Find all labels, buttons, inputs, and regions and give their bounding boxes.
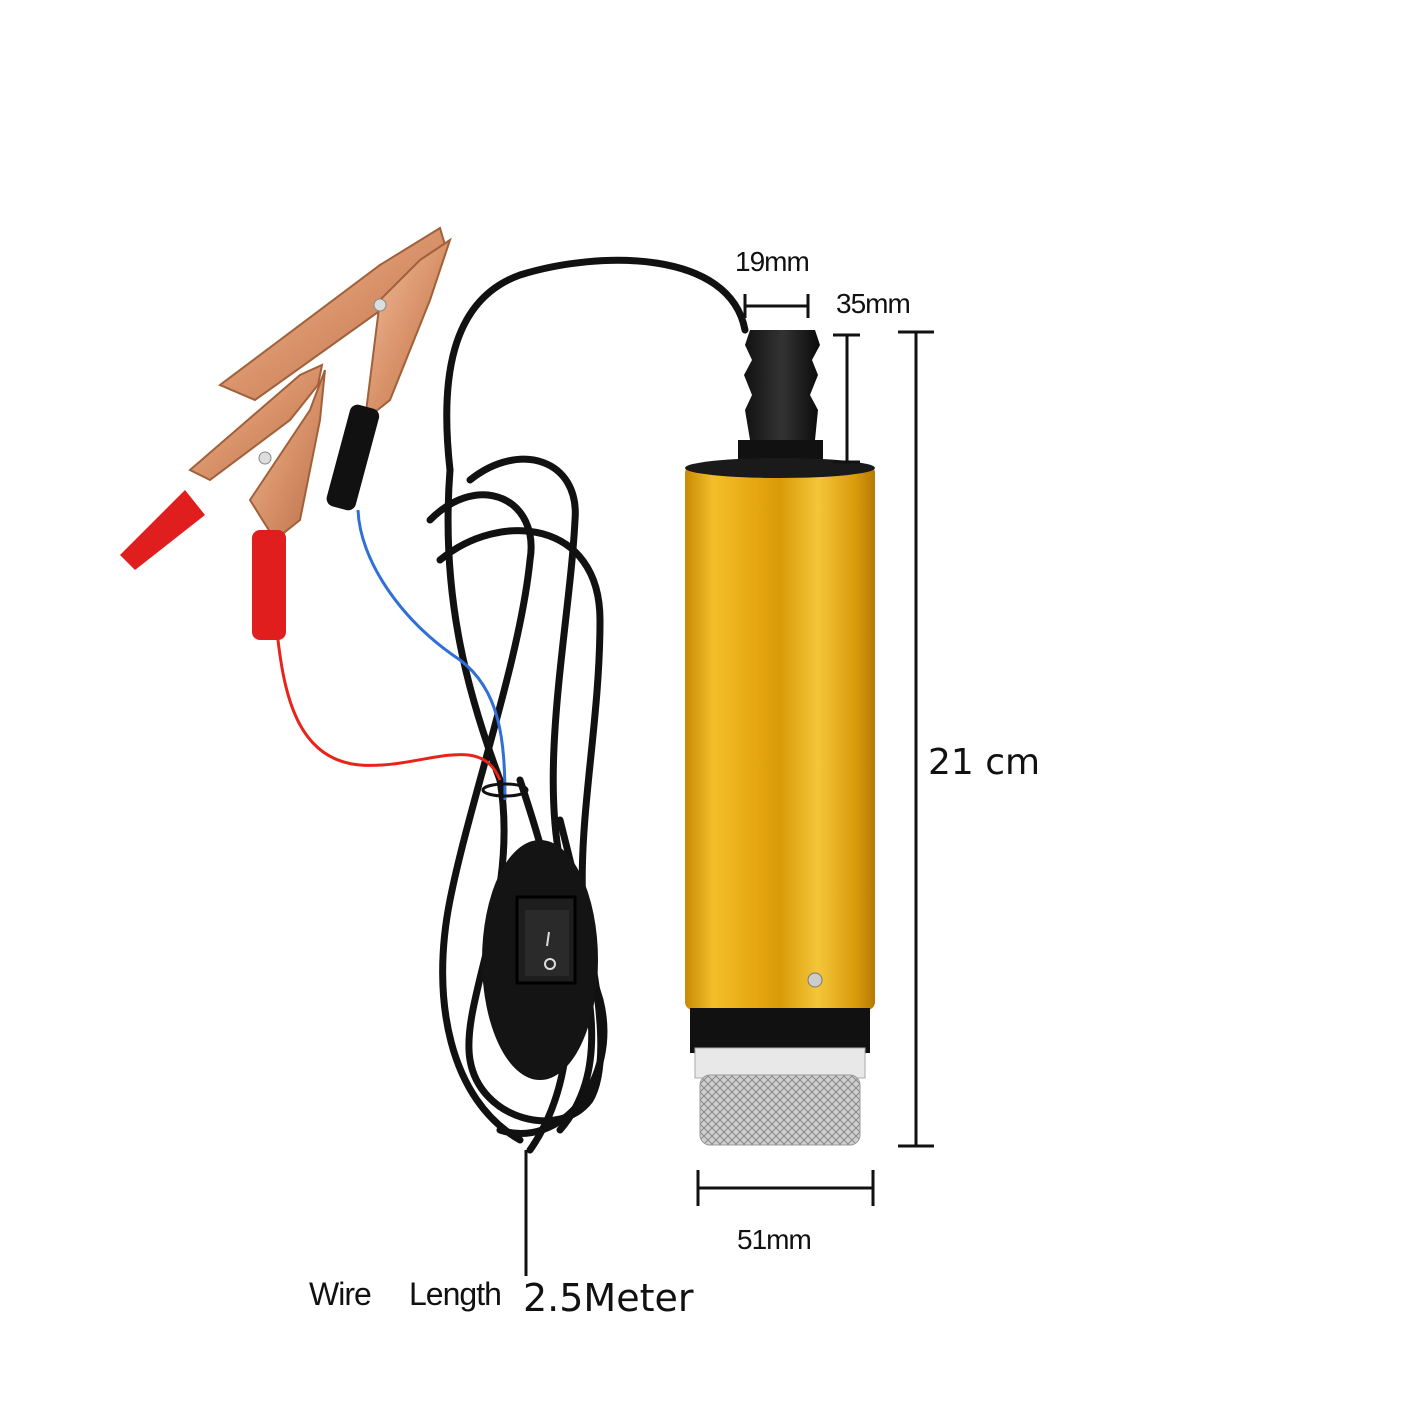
blue-wire <box>356 509 507 801</box>
length-label: Length <box>409 1276 502 1312</box>
wire-length-value: 2.5Meter <box>523 1276 694 1320</box>
total-height-label: 21 cm <box>928 742 1041 783</box>
rocker-switch-housing <box>482 840 598 1080</box>
outlet-height-label: 35mm <box>836 288 911 319</box>
alligator-clip-copper <box>218 226 452 511</box>
red-wire <box>276 639 502 781</box>
outlet-diameter-label: 19mm <box>735 246 810 277</box>
dimension-lines <box>696 294 934 1206</box>
mesh-filter-inlet <box>699 1074 861 1146</box>
pump-body <box>685 465 875 1010</box>
hose-barb-outlet <box>738 330 823 480</box>
alligator-clip-red <box>120 363 326 640</box>
body-diameter-label: 51mm <box>737 1224 812 1255</box>
wire-label: Wire <box>309 1276 372 1312</box>
